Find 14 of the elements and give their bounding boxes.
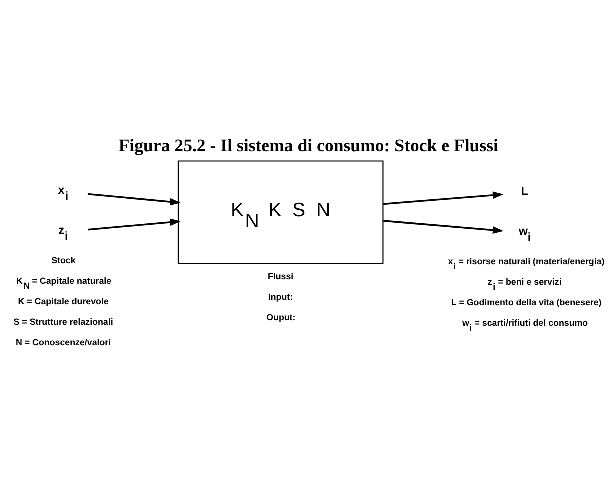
label: L = Godimento della vita (benesere) (451, 296, 602, 307)
arrow (383, 220, 504, 234)
arrow (88, 192, 181, 206)
diagram-title: Figura 25.2 - Il sistema di consumo: Stock e Flussi (118, 134, 499, 155)
label: Stock (52, 255, 76, 266)
label: Ouput: (266, 312, 296, 322)
label: S = Strutture relazionali (14, 316, 114, 327)
label: N = Conoscenze/valori (16, 337, 112, 348)
arrow (88, 218, 181, 230)
label: Flussi (268, 271, 294, 282)
label: K = Capitale durevole (18, 296, 109, 306)
node-text: L (521, 186, 528, 198)
label: Input: (268, 292, 294, 302)
arrow (383, 191, 504, 205)
